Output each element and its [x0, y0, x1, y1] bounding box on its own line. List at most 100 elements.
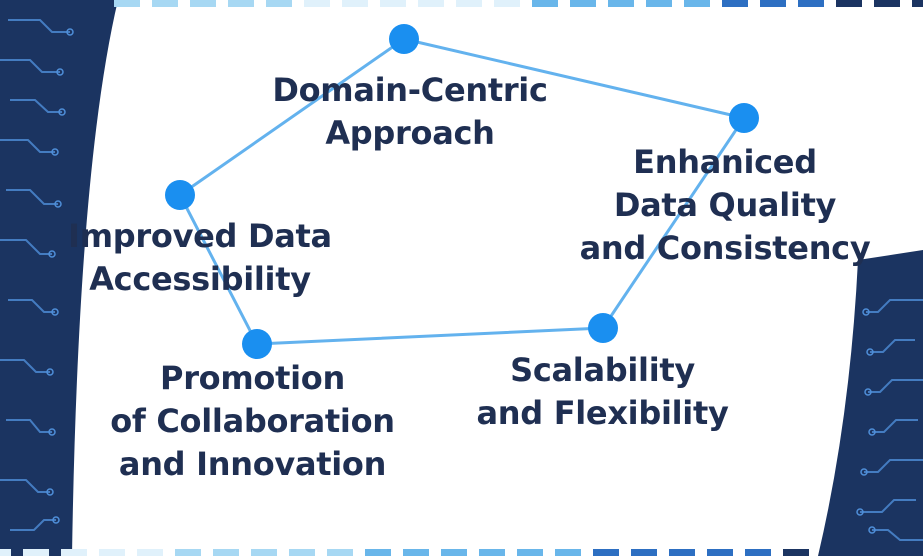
right-trace-pad [862, 308, 870, 316]
top-dash [342, 0, 368, 7]
node-dots [165, 24, 759, 359]
bottom-dash [631, 549, 657, 556]
left-circuit-panel [0, 0, 118, 556]
bottom-dash [289, 549, 315, 556]
top-dash [494, 0, 520, 7]
top-dash [608, 0, 634, 7]
label-line: Domain-Centric [272, 71, 548, 109]
bottom-dash [441, 549, 467, 556]
node-dot-improved [165, 180, 195, 210]
top-dash [418, 0, 444, 7]
right-trace [872, 419, 918, 433]
left-trace-pad [58, 108, 66, 116]
label-line: and Innovation [118, 445, 387, 483]
top-dash [38, 0, 64, 7]
top-dash [532, 0, 558, 7]
label-line: Approach [325, 114, 495, 152]
bottom-dash [99, 549, 125, 556]
connection-lines [178, 37, 746, 346]
right-trace-pad [868, 526, 876, 534]
bottom-dash [0, 549, 11, 556]
top-dash [684, 0, 710, 7]
bottom-dash [593, 549, 619, 556]
top-dash [456, 0, 482, 7]
top-dash [836, 0, 862, 7]
top-dash [304, 0, 330, 7]
left-trace [0, 139, 55, 153]
bottom-dash [403, 549, 429, 556]
right-trace-pad [860, 468, 868, 476]
top-dash [570, 0, 596, 7]
left-trace [0, 479, 50, 493]
top-dash [722, 0, 748, 7]
right-trace [864, 459, 923, 473]
node-dot-promotion [242, 329, 272, 359]
right-trace-pad [868, 428, 876, 436]
top-dash [228, 0, 254, 7]
bottom-dash [175, 549, 201, 556]
top-dash [646, 0, 672, 7]
top-dash [152, 0, 178, 7]
right-circuit-panel [818, 0, 923, 556]
label-line: and Flexibility [476, 394, 729, 432]
left-trace [10, 99, 62, 113]
bottom-dash [23, 549, 49, 556]
label-line: Improved Data [68, 217, 332, 255]
bottom-dash [251, 549, 277, 556]
bottom-dash [897, 549, 923, 556]
bottom-dash [745, 549, 771, 556]
node-label-improved-data-accessibility: Improved Data Accessibility [45, 215, 355, 301]
bottom-dash [821, 549, 847, 556]
left-trace-pad [48, 428, 56, 436]
edge-domain-enhanced [402, 37, 746, 120]
left-trace [0, 59, 60, 73]
bottom-dash [707, 549, 733, 556]
edge-scalability-promotion [255, 326, 605, 346]
right-trace-pad [864, 388, 872, 396]
bottom-dash [859, 549, 885, 556]
left-trace-pad [66, 28, 74, 36]
bottom-dash [137, 549, 163, 556]
top-dash [114, 0, 140, 7]
top-dash [380, 0, 406, 7]
label-line: Accessibility [89, 260, 311, 298]
bottom-dash [327, 549, 353, 556]
bottom-dash [61, 549, 87, 556]
left-trace [0, 239, 52, 255]
left-trace-pad [46, 368, 54, 376]
top-dash [266, 0, 292, 7]
left-trace [6, 189, 58, 205]
edge-improved-domain [178, 37, 406, 197]
top-dash [0, 0, 26, 7]
bottom-dash [517, 549, 543, 556]
left-trace-pad [54, 200, 62, 208]
node-dot-scalability [588, 313, 618, 343]
right-trace [868, 379, 923, 393]
top-dash [874, 0, 900, 7]
bottom-dash [213, 549, 239, 556]
left-trace-pad [56, 68, 64, 76]
left-trace [0, 359, 50, 373]
node-label-promotion-collaboration: Promotion of Collaboration and Innovatio… [90, 357, 415, 486]
node-label-scalability-flexibility: Scalability and Flexibility [460, 349, 745, 435]
right-trace [860, 499, 916, 513]
left-trace-pad [51, 148, 59, 156]
right-trace [872, 529, 923, 541]
left-trace [6, 419, 52, 433]
top-dash [76, 0, 102, 7]
label-line: Promotion [160, 359, 345, 397]
top-dash [190, 0, 216, 7]
left-trace-pad [46, 488, 54, 496]
bottom-dash [365, 549, 391, 556]
bottom-dash [669, 549, 695, 556]
bottom-dash [783, 549, 809, 556]
left-trace-pad [52, 516, 60, 524]
edge-enhanced-scalability [601, 116, 746, 330]
label-line: Data Quality [613, 186, 837, 224]
top-dash [798, 0, 824, 7]
node-label-domain-centric-approach: Domain-Centric Approach [240, 69, 580, 155]
